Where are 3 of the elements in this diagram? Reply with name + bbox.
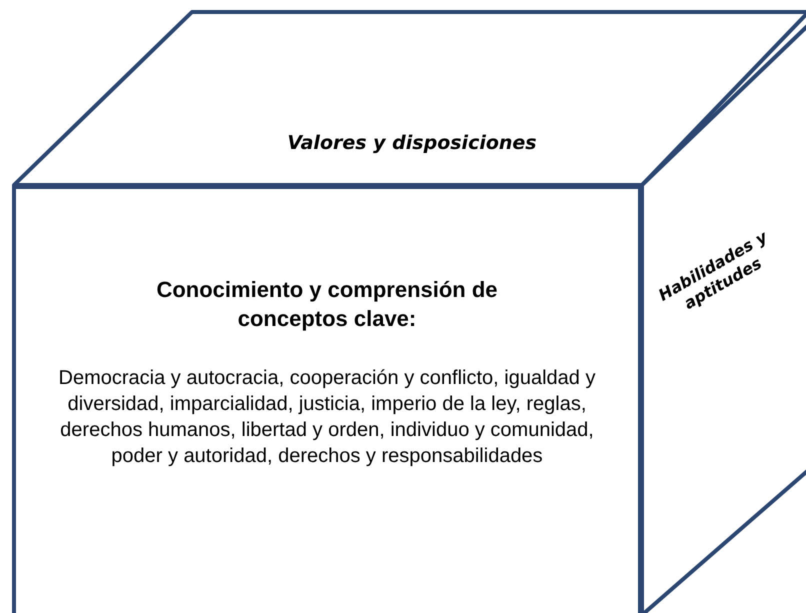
face-label: Valores y disposiciones [286,132,538,154]
concept-list: Democracia y autocracia, cooperación y conflicto, igualdad y diversidad, imparcialidad, justicia, imperio de la ley, reglas, derechos humanos, libertad y orden, individuo y comunidad, poder y autoridad, derechos y responsabilidades [57,365,597,469]
face-heading: Conocimiento y comprensión de conceptos clave: [155,276,499,333]
